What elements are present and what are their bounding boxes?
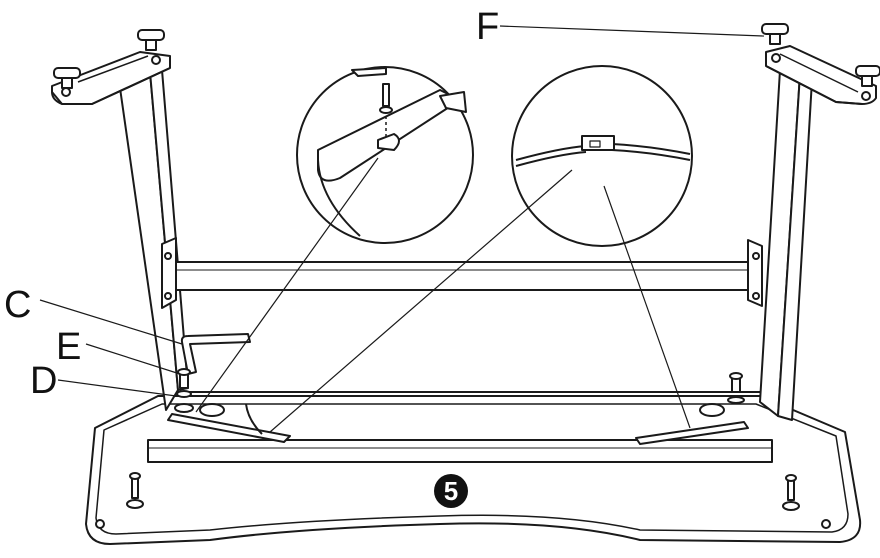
callout-label-e: E: [56, 326, 82, 368]
leader-line-d: [57, 379, 177, 397]
leader-line-e: [85, 343, 181, 375]
leader-line-detail-1: [195, 157, 379, 413]
step-number-badge: 5: [434, 474, 468, 508]
leader-line-f: [499, 25, 765, 37]
detail-circle-screw: [296, 66, 474, 244]
front-crossbar: [147, 439, 773, 463]
rear-crossbar: [161, 237, 763, 309]
callout-label-c: C: [4, 284, 32, 326]
callout-label-f: F: [476, 6, 500, 48]
right-leg: [759, 45, 877, 421]
leader-line-detail-2: [269, 169, 573, 433]
callout-label-d: D: [30, 360, 58, 402]
leveling-foot-right-front: [855, 65, 880, 87]
detail-circle-connector: [511, 65, 693, 247]
leveling-foot-right-rear: [761, 23, 789, 45]
bracket-left: [167, 403, 291, 443]
screw-stack-left: [174, 368, 194, 413]
corner-screw-left: [126, 472, 144, 509]
leader-line-c: [39, 299, 183, 345]
hex-key: [180, 333, 251, 375]
corner-screw-right: [782, 474, 800, 511]
leveling-foot-left-front: [53, 67, 81, 89]
bracket-right: [635, 403, 749, 445]
leader-line-detail-3: [603, 185, 691, 429]
screw-stack-right: [727, 372, 745, 404]
leveling-foot-left-rear: [137, 29, 165, 51]
desktop-panel: [85, 395, 862, 545]
